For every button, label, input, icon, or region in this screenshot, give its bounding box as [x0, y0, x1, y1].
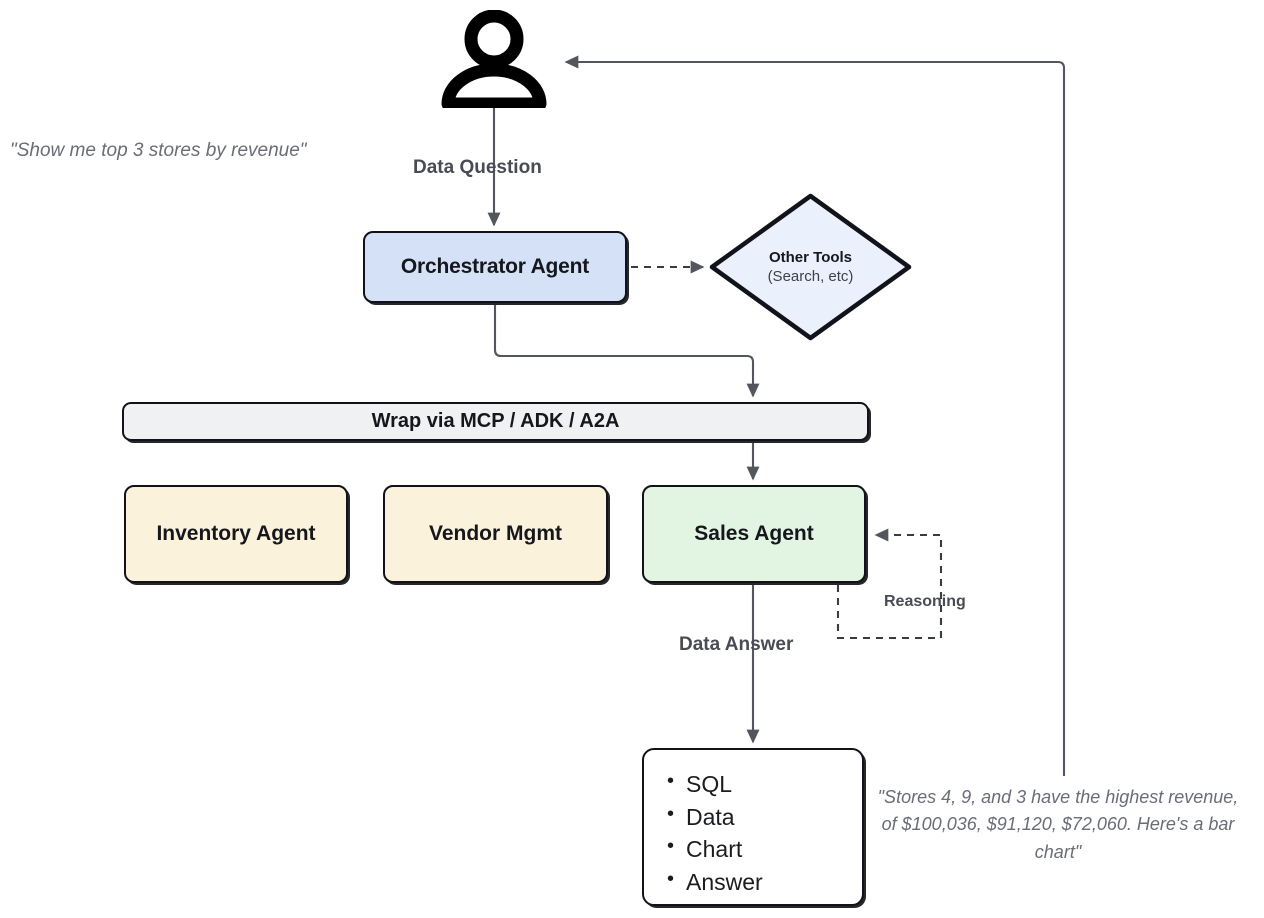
node-other-tools[interactable]: Other Tools (Search, etc) [708, 192, 913, 342]
inventory-agent-label: Inventory Agent [156, 522, 316, 545]
user-request-quote: "Show me top 3 stores by revenue" [10, 140, 307, 161]
list-item: Chart [667, 832, 862, 866]
list-item: SQL [667, 767, 862, 801]
edge-label-reasoning: Reasoning [884, 593, 966, 610]
node-sales-agent[interactable]: Sales Agent [642, 485, 866, 583]
list-item: Data [667, 800, 862, 834]
agent-response-quote: "Stores 4, 9, and 3 have the highest rev… [877, 787, 1239, 862]
sales-agent-label: Sales Agent [694, 522, 814, 545]
other-tools-text: Other Tools (Search, etc) [708, 192, 913, 342]
node-inventory-agent[interactable]: Inventory Agent [124, 485, 348, 583]
node-wrapper-bar[interactable]: Wrap via MCP / ADK / A2A [122, 402, 869, 441]
output-artifacts-list: SQL Data Chart Answer [666, 767, 862, 899]
vendor-mgmt-agent-label: Vendor Mgmt [428, 522, 562, 545]
node-vendor-mgmt-agent[interactable]: Vendor Mgmt [383, 485, 608, 583]
other-tools-subtitle: (Search, etc) [767, 268, 854, 285]
person-icon [441, 10, 547, 108]
edge-label-data-question: Data Question [413, 157, 542, 178]
wrapper-bar-label: Wrap via MCP / ADK / A2A [371, 410, 620, 432]
node-orchestrator-agent[interactable]: Orchestrator Agent [363, 231, 627, 303]
list-item: Answer [667, 865, 862, 899]
diamond-shape [709, 193, 912, 341]
edge-label-data-answer: Data Answer [679, 634, 794, 655]
orchestrator-agent-label: Orchestrator Agent [400, 255, 590, 278]
node-output-artifacts[interactable]: SQL Data Chart Answer [642, 748, 864, 906]
other-tools-title: Other Tools [768, 248, 853, 266]
